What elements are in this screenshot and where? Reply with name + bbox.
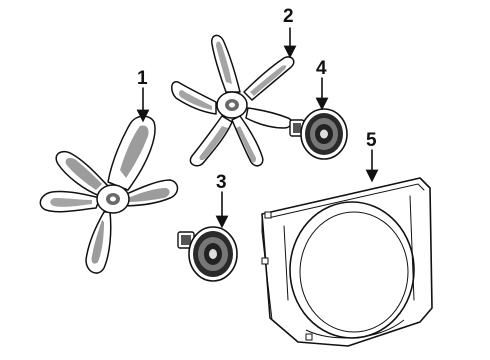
fan-clutch-3 [177, 226, 238, 282]
callout-label-4: 4 [316, 58, 327, 79]
callout-label-3: 3 [216, 172, 227, 193]
fan-clutch-4 [289, 108, 348, 160]
fan-shroud-5 [261, 177, 433, 347]
callout-label-1: 1 [137, 68, 148, 89]
callout-label-2: 2 [283, 6, 294, 27]
fan-blade-assembly-1 [39, 115, 179, 274]
callout-leaders [136, 27, 379, 229]
callout-label-5: 5 [366, 130, 377, 151]
fan-blade-assembly-2 [171, 34, 295, 167]
